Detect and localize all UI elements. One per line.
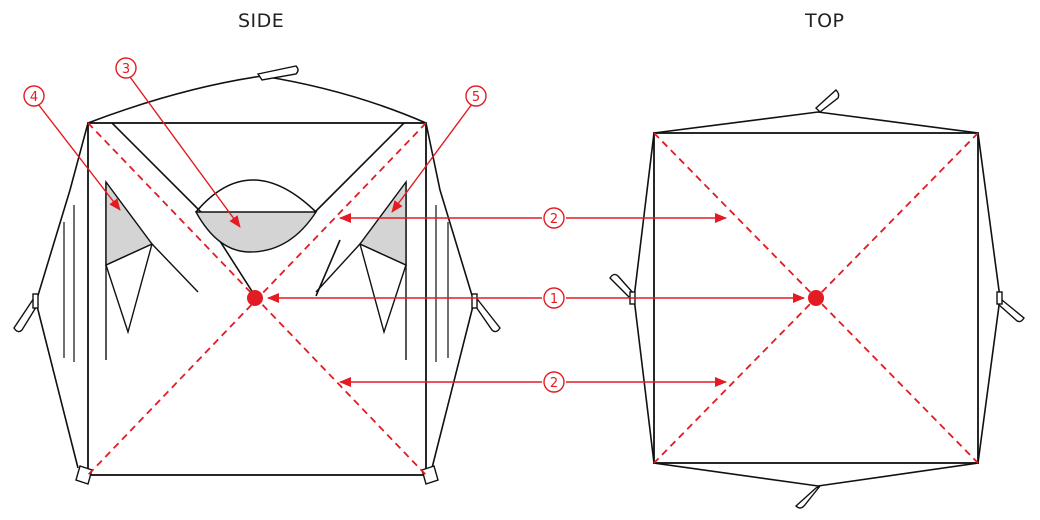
leader-4	[37, 103, 121, 211]
top-tab-east-icon	[996, 299, 1025, 323]
callout-circle-2-lower	[543, 371, 565, 393]
top-view-title: TOP	[805, 10, 845, 32]
callout-circle-4	[23, 85, 45, 107]
foot-left-icon	[75, 465, 93, 485]
top-center-point	[808, 290, 824, 306]
callout-label-3: 3	[122, 62, 130, 77]
side-view	[35, 75, 475, 476]
callout-circle-2-upper	[543, 207, 565, 229]
callout-circle-1	[543, 287, 565, 309]
callout-label-1: 1	[550, 292, 558, 307]
side-outer-shell	[35, 75, 475, 469]
side-window-arch	[195, 179, 317, 213]
callout-label-4: 4	[30, 90, 38, 105]
leader-5	[391, 103, 473, 213]
shaded-panel-left	[105, 179, 154, 267]
side-view-title: SIDE	[238, 10, 285, 32]
side-front-panel	[87, 122, 427, 476]
side-center-point	[247, 290, 263, 306]
top-tab-west-icon	[609, 273, 635, 299]
callout-circle-5	[465, 85, 487, 107]
foot-right-icon	[421, 465, 439, 485]
side-inner-seams	[63, 205, 449, 362]
shaded-panel-center	[194, 211, 318, 253]
shaded-panel-right	[358, 179, 407, 267]
side-pull-tabs	[13, 65, 501, 485]
callout-label-2-lower: 2	[550, 376, 558, 391]
top-tab-north-icon	[814, 89, 840, 113]
callout-circle-3	[115, 57, 137, 79]
side-shaded-panels	[105, 179, 407, 267]
callout-circles	[23, 57, 565, 393]
tab-top-icon	[256, 65, 299, 81]
tab-left-icon	[13, 296, 39, 333]
callout-label-5: 5	[472, 90, 480, 105]
leader-3	[129, 76, 241, 228]
callout-label-2-upper: 2	[550, 212, 558, 227]
top-tab-south-icon	[794, 485, 821, 509]
red-overlays	[37, 76, 979, 476]
tab-right-icon	[473, 298, 501, 333]
